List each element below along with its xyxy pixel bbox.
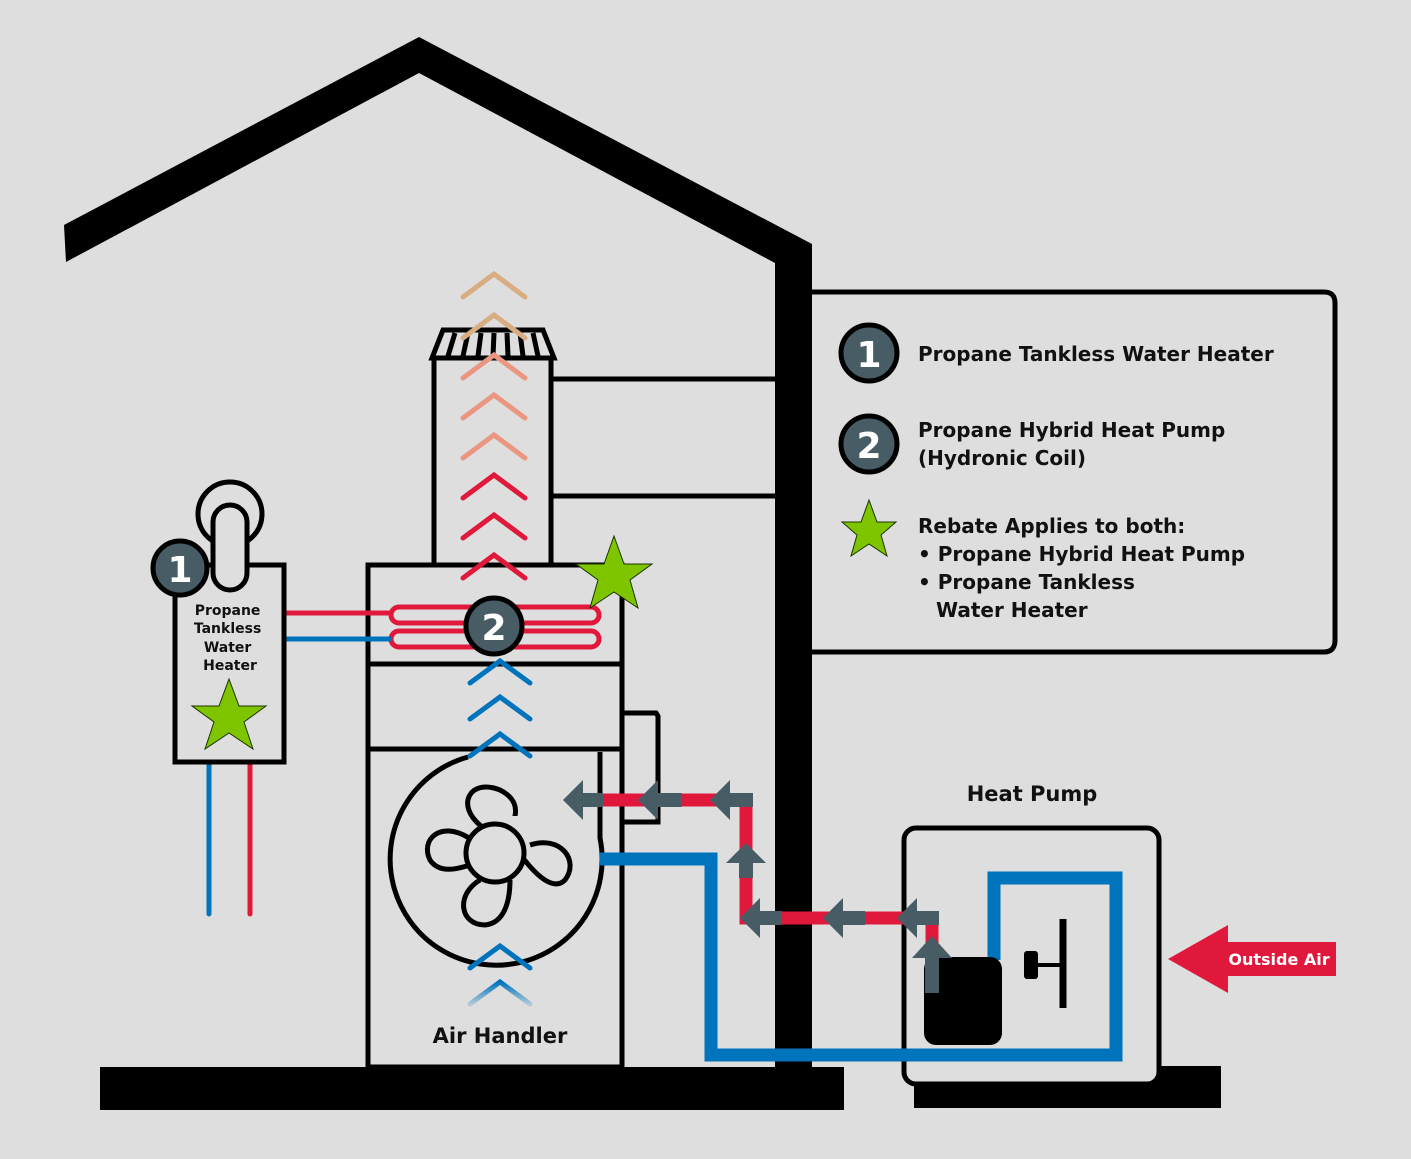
legend-item-1: 1 Propane Tankless Water Heater xyxy=(838,322,1274,384)
svg-text:2: 2 xyxy=(481,608,506,649)
legend-item-2: 2 Propane Hybrid Heat Pump (Hydronic Coi… xyxy=(838,413,1225,475)
badge-1-icon: 1 xyxy=(150,538,210,598)
flow-arrow-icon xyxy=(740,898,782,938)
rebate-title: Rebate Applies to both: xyxy=(918,514,1185,538)
air-handler-label: Air Handler xyxy=(433,1024,568,1048)
flow-arrow-icon xyxy=(563,780,603,820)
badge-2-icon: 2 xyxy=(463,595,525,657)
outside-air-arrow: Outside Air xyxy=(1168,925,1336,993)
badge-2-icon: 2 xyxy=(838,413,900,475)
flow-arrows xyxy=(563,780,952,993)
water-heater-label: Propane Tankless Water Heater xyxy=(194,603,266,674)
heat-pump-label: Heat Pump xyxy=(967,782,1098,806)
flow-arrow-icon xyxy=(726,843,766,878)
svg-text:2: 2 xyxy=(856,426,881,467)
rebate-bullet: • Propane Tankless xyxy=(918,570,1135,594)
legend-item-2-sublabel: (Hydronic Coil) xyxy=(918,446,1086,470)
ground-slab-left xyxy=(100,1067,844,1110)
exhaust-chevrons xyxy=(460,270,528,581)
svg-text:1: 1 xyxy=(167,550,192,591)
legend-panel xyxy=(812,289,1338,655)
badge-1-icon: 1 xyxy=(838,322,900,384)
flow-arrow-icon xyxy=(638,780,682,820)
flow-arrow-icon xyxy=(912,936,952,993)
legend-item-1-label: Propane Tankless Water Heater xyxy=(918,342,1274,366)
svg-text:Outside Air: Outside Air xyxy=(1228,950,1329,969)
flow-arrow-icon xyxy=(823,898,865,938)
rebate-star-icon xyxy=(574,534,654,610)
rebate-star-icon xyxy=(190,677,268,751)
svg-text:1: 1 xyxy=(856,335,881,376)
cold-refrigerant-line xyxy=(600,852,1123,1062)
flue-vent xyxy=(428,327,558,568)
rebate-star-icon xyxy=(840,498,898,558)
legend-item-2-label: Propane Hybrid Heat Pump xyxy=(918,418,1225,442)
return-air-chevrons xyxy=(467,942,533,1007)
flow-arrow-icon xyxy=(710,780,753,820)
outdoor-fan-icon xyxy=(1024,919,1067,1008)
compressor-icon xyxy=(924,957,1002,1045)
legend-rebate: Rebate Applies to both: • Propane Hybrid… xyxy=(840,498,1245,622)
rebate-bullet-continued: Water Heater xyxy=(936,598,1088,622)
rebate-bullet: • Propane Hybrid Heat Pump xyxy=(918,542,1245,566)
blower-fan-icon xyxy=(387,752,605,968)
flow-arrow-icon xyxy=(897,898,939,938)
cool-air-chevrons xyxy=(467,657,533,759)
